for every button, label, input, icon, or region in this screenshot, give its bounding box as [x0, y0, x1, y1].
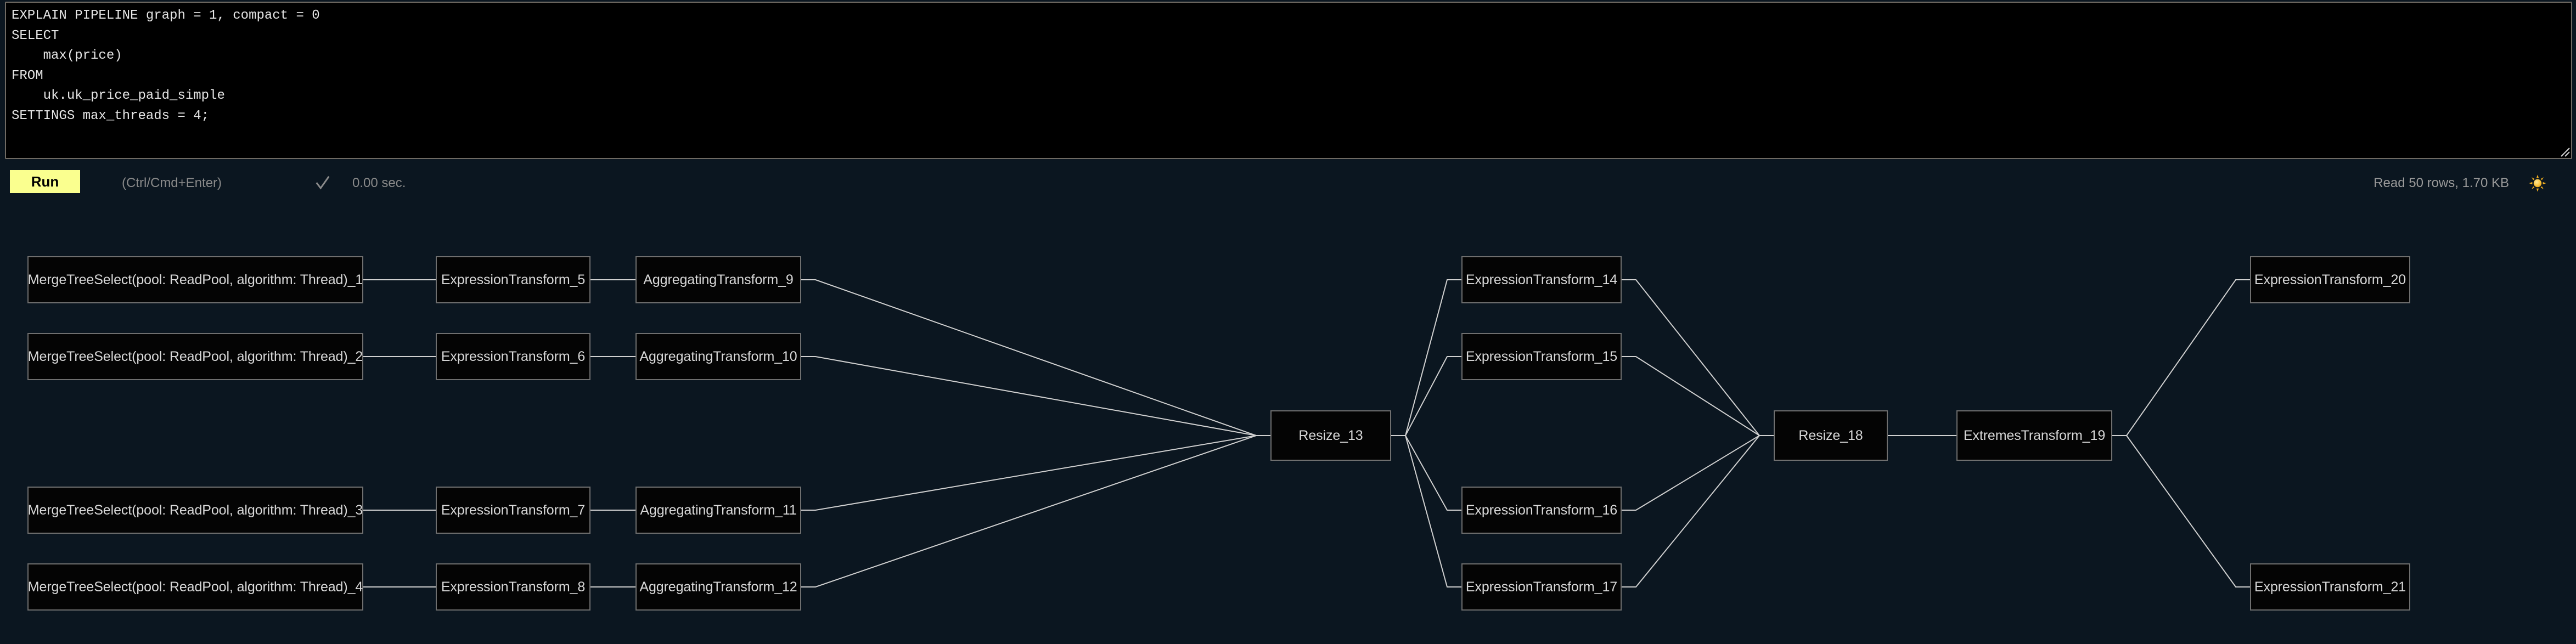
elapsed-time-label: 0.00 sec. — [352, 176, 406, 190]
graph-node-label: MergeTreeSelect(pool: ReadPool, algorith… — [27, 348, 363, 364]
graph-edge-n19-n20 — [2112, 279, 2250, 436]
graph-edge-n13-n15 — [1391, 356, 1461, 436]
graph-edge-n10-n13 — [801, 356, 1270, 436]
graph-node-label: AggregatingTransform_11 — [640, 502, 797, 518]
graph-node-n6[interactable]: ExpressionTransform_6 — [436, 333, 590, 380]
graph-node-label: ExpressionTransform_16 — [1465, 502, 1618, 518]
graph-node-n12[interactable]: AggregatingTransform_12 — [635, 563, 801, 611]
graph-node-n10[interactable]: AggregatingTransform_10 — [635, 333, 801, 380]
query-editor-container — [5, 2, 2572, 159]
graph-edge-n9-n13 — [801, 279, 1270, 436]
graph-node-label: MergeTreeSelect(pool: ReadPool, algorith… — [27, 502, 363, 518]
graph-node-n9[interactable]: AggregatingTransform_9 — [635, 256, 801, 303]
graph-node-n15[interactable]: ExpressionTransform_15 — [1461, 333, 1622, 380]
graph-node-label: ExpressionTransform_17 — [1465, 579, 1618, 595]
graph-node-label: ExpressionTransform_6 — [441, 348, 586, 364]
graph-node-n14[interactable]: ExpressionTransform_14 — [1461, 256, 1622, 303]
graph-node-label: ExpressionTransform_7 — [441, 502, 586, 518]
graph-edge-n15-n18 — [1622, 356, 1774, 436]
graph-node-n4[interactable]: MergeTreeSelect(pool: ReadPool, algorith… — [27, 563, 363, 611]
query-toolbar: Run (Ctrl/Cmd+Enter) 0.00 sec. Read 50 r… — [0, 165, 2576, 197]
graph-node-n19[interactable]: ExtremesTransform_19 — [1956, 410, 2112, 461]
graph-node-n5[interactable]: ExpressionTransform_5 — [436, 256, 590, 303]
pipeline-graph: MergeTreeSelect(pool: ReadPool, algorith… — [0, 214, 2576, 644]
check-mark-icon — [316, 176, 330, 190]
graph-node-n17[interactable]: ExpressionTransform_17 — [1461, 563, 1622, 611]
graph-node-label: MergeTreeSelect(pool: ReadPool, algorith… — [27, 272, 363, 287]
graph-edge-n13-n14 — [1391, 279, 1461, 436]
graph-node-n18[interactable]: Resize_18 — [1774, 410, 1888, 461]
graph-node-label: ExpressionTransform_5 — [441, 272, 586, 287]
graph-edge-n12-n13 — [801, 435, 1270, 587]
graph-node-n21[interactable]: ExpressionTransform_21 — [2250, 563, 2410, 611]
graph-node-n2[interactable]: MergeTreeSelect(pool: ReadPool, algorith… — [27, 333, 363, 380]
graph-node-label: Resize_13 — [1298, 427, 1363, 443]
sun-icon[interactable] — [2529, 174, 2546, 192]
pipeline-edges — [363, 279, 2250, 587]
graph-node-n3[interactable]: MergeTreeSelect(pool: ReadPool, algorith… — [27, 487, 363, 534]
read-stats-label: Read 50 rows, 1.70 KB — [2373, 176, 2509, 190]
graph-node-label: AggregatingTransform_12 — [639, 579, 797, 595]
graph-edge-n19-n21 — [2112, 435, 2250, 587]
graph-node-label: ExpressionTransform_14 — [1465, 272, 1618, 287]
graph-node-label: ExpressionTransform_15 — [1465, 348, 1618, 364]
graph-node-n16[interactable]: ExpressionTransform_16 — [1461, 487, 1622, 534]
graph-edge-n17-n18 — [1622, 435, 1774, 587]
graph-node-n1[interactable]: MergeTreeSelect(pool: ReadPool, algorith… — [27, 256, 363, 303]
graph-node-label: ExpressionTransform_8 — [441, 579, 586, 595]
graph-node-label: ExpressionTransform_20 — [2254, 272, 2406, 287]
graph-edge-n13-n16 — [1391, 435, 1461, 511]
graph-node-label: AggregatingTransform_10 — [639, 348, 797, 364]
graph-node-n8[interactable]: ExpressionTransform_8 — [436, 563, 590, 611]
graph-node-n13[interactable]: Resize_13 — [1270, 410, 1391, 461]
graph-node-label: ExtremesTransform_19 — [1963, 427, 2106, 443]
graph-node-label: MergeTreeSelect(pool: ReadPool, algorith… — [27, 579, 363, 595]
run-shortcut-hint: (Ctrl/Cmd+Enter) — [122, 176, 222, 190]
graph-node-label: Resize_18 — [1798, 427, 1863, 443]
graph-edge-n14-n18 — [1622, 279, 1774, 436]
graph-edge-n11-n13 — [801, 435, 1270, 511]
graph-node-label: AggregatingTransform_9 — [643, 272, 794, 287]
graph-node-n20[interactable]: ExpressionTransform_20 — [2250, 256, 2410, 303]
run-button[interactable]: Run — [10, 170, 80, 193]
graph-edge-n13-n17 — [1391, 435, 1461, 587]
graph-node-label: ExpressionTransform_21 — [2254, 579, 2406, 595]
sql-query-editor[interactable] — [5, 2, 2572, 159]
graph-node-n7[interactable]: ExpressionTransform_7 — [436, 487, 590, 534]
graph-node-n11[interactable]: AggregatingTransform_11 — [635, 487, 801, 534]
